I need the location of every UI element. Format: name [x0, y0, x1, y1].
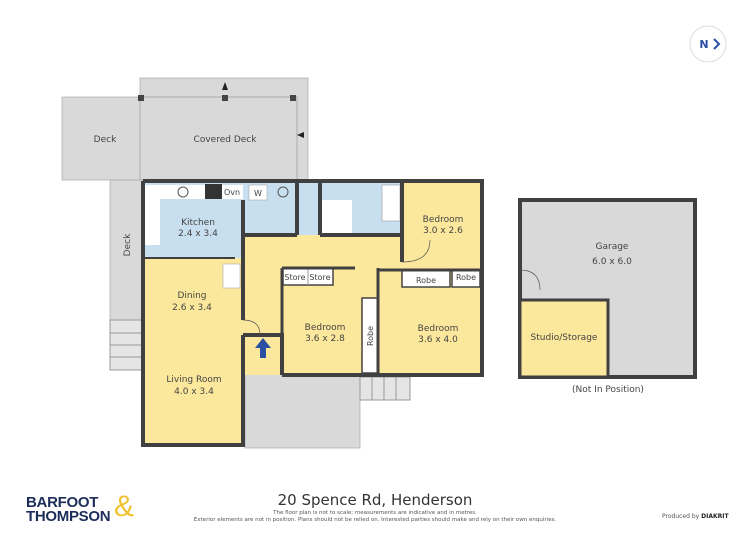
kitchen-size: 2.4 x 3.4: [178, 229, 218, 239]
deck-left: [61, 96, 141, 181]
studio-label: Studio/Storage: [531, 333, 598, 343]
disclaimer-2: Exterior elements are not in position. P…: [193, 517, 557, 523]
garage-size: 6.0 x 6.0: [592, 257, 632, 267]
deck-steps: [109, 319, 143, 371]
deck-side-label: Deck: [123, 233, 133, 256]
north-marker: N: [689, 25, 727, 63]
bedroom-mid-name: Bedroom: [305, 323, 346, 333]
entry-arrow-icon: [255, 338, 271, 358]
covered-deck-label: Covered Deck: [194, 135, 258, 145]
oven-label: Ovn: [224, 188, 240, 197]
bedroom-right-name: Bedroom: [418, 324, 459, 334]
deck-left-label: Deck: [94, 135, 117, 145]
living-name: Living Room: [166, 375, 221, 385]
bedroom-mid-size: 3.6 x 2.8: [305, 334, 345, 344]
store-1-label: Store: [284, 273, 305, 282]
store-2-label: Store: [309, 273, 330, 282]
north-label: N: [699, 38, 708, 51]
robe-top-1-label: Robe: [416, 276, 436, 285]
dining-size: 2.6 x 3.4: [172, 303, 212, 313]
robe-top-2-label: Robe: [456, 273, 476, 282]
walls: [141, 179, 484, 447]
address-title: 20 Spence Rd, Henderson: [277, 491, 473, 509]
toilet: [297, 183, 320, 235]
produced-by: Produced by DIAKRIT: [662, 513, 729, 520]
front-steps: [359, 376, 411, 401]
kitchen-name: Kitchen: [181, 218, 215, 228]
not-in-position-note: (Not In Position): [572, 385, 644, 395]
north-arrow-icon: [713, 38, 721, 50]
deck-side: [109, 179, 143, 321]
bedroom-right-size: 3.6 x 4.0: [418, 335, 458, 345]
dining-name: Dining: [177, 291, 206, 301]
garage-name: Garage: [596, 242, 629, 252]
bedroom-top-name: Bedroom: [423, 215, 464, 225]
robe-vertical-label: Robe: [366, 326, 375, 346]
oven: [205, 184, 222, 199]
bedroom-top-size: 3.0 x 2.6: [423, 226, 463, 236]
living-size: 4.0 x 3.4: [174, 387, 214, 397]
washer-label: W: [254, 189, 262, 198]
disclaimer-1: The floor plan is not to scale; measurem…: [273, 510, 477, 516]
